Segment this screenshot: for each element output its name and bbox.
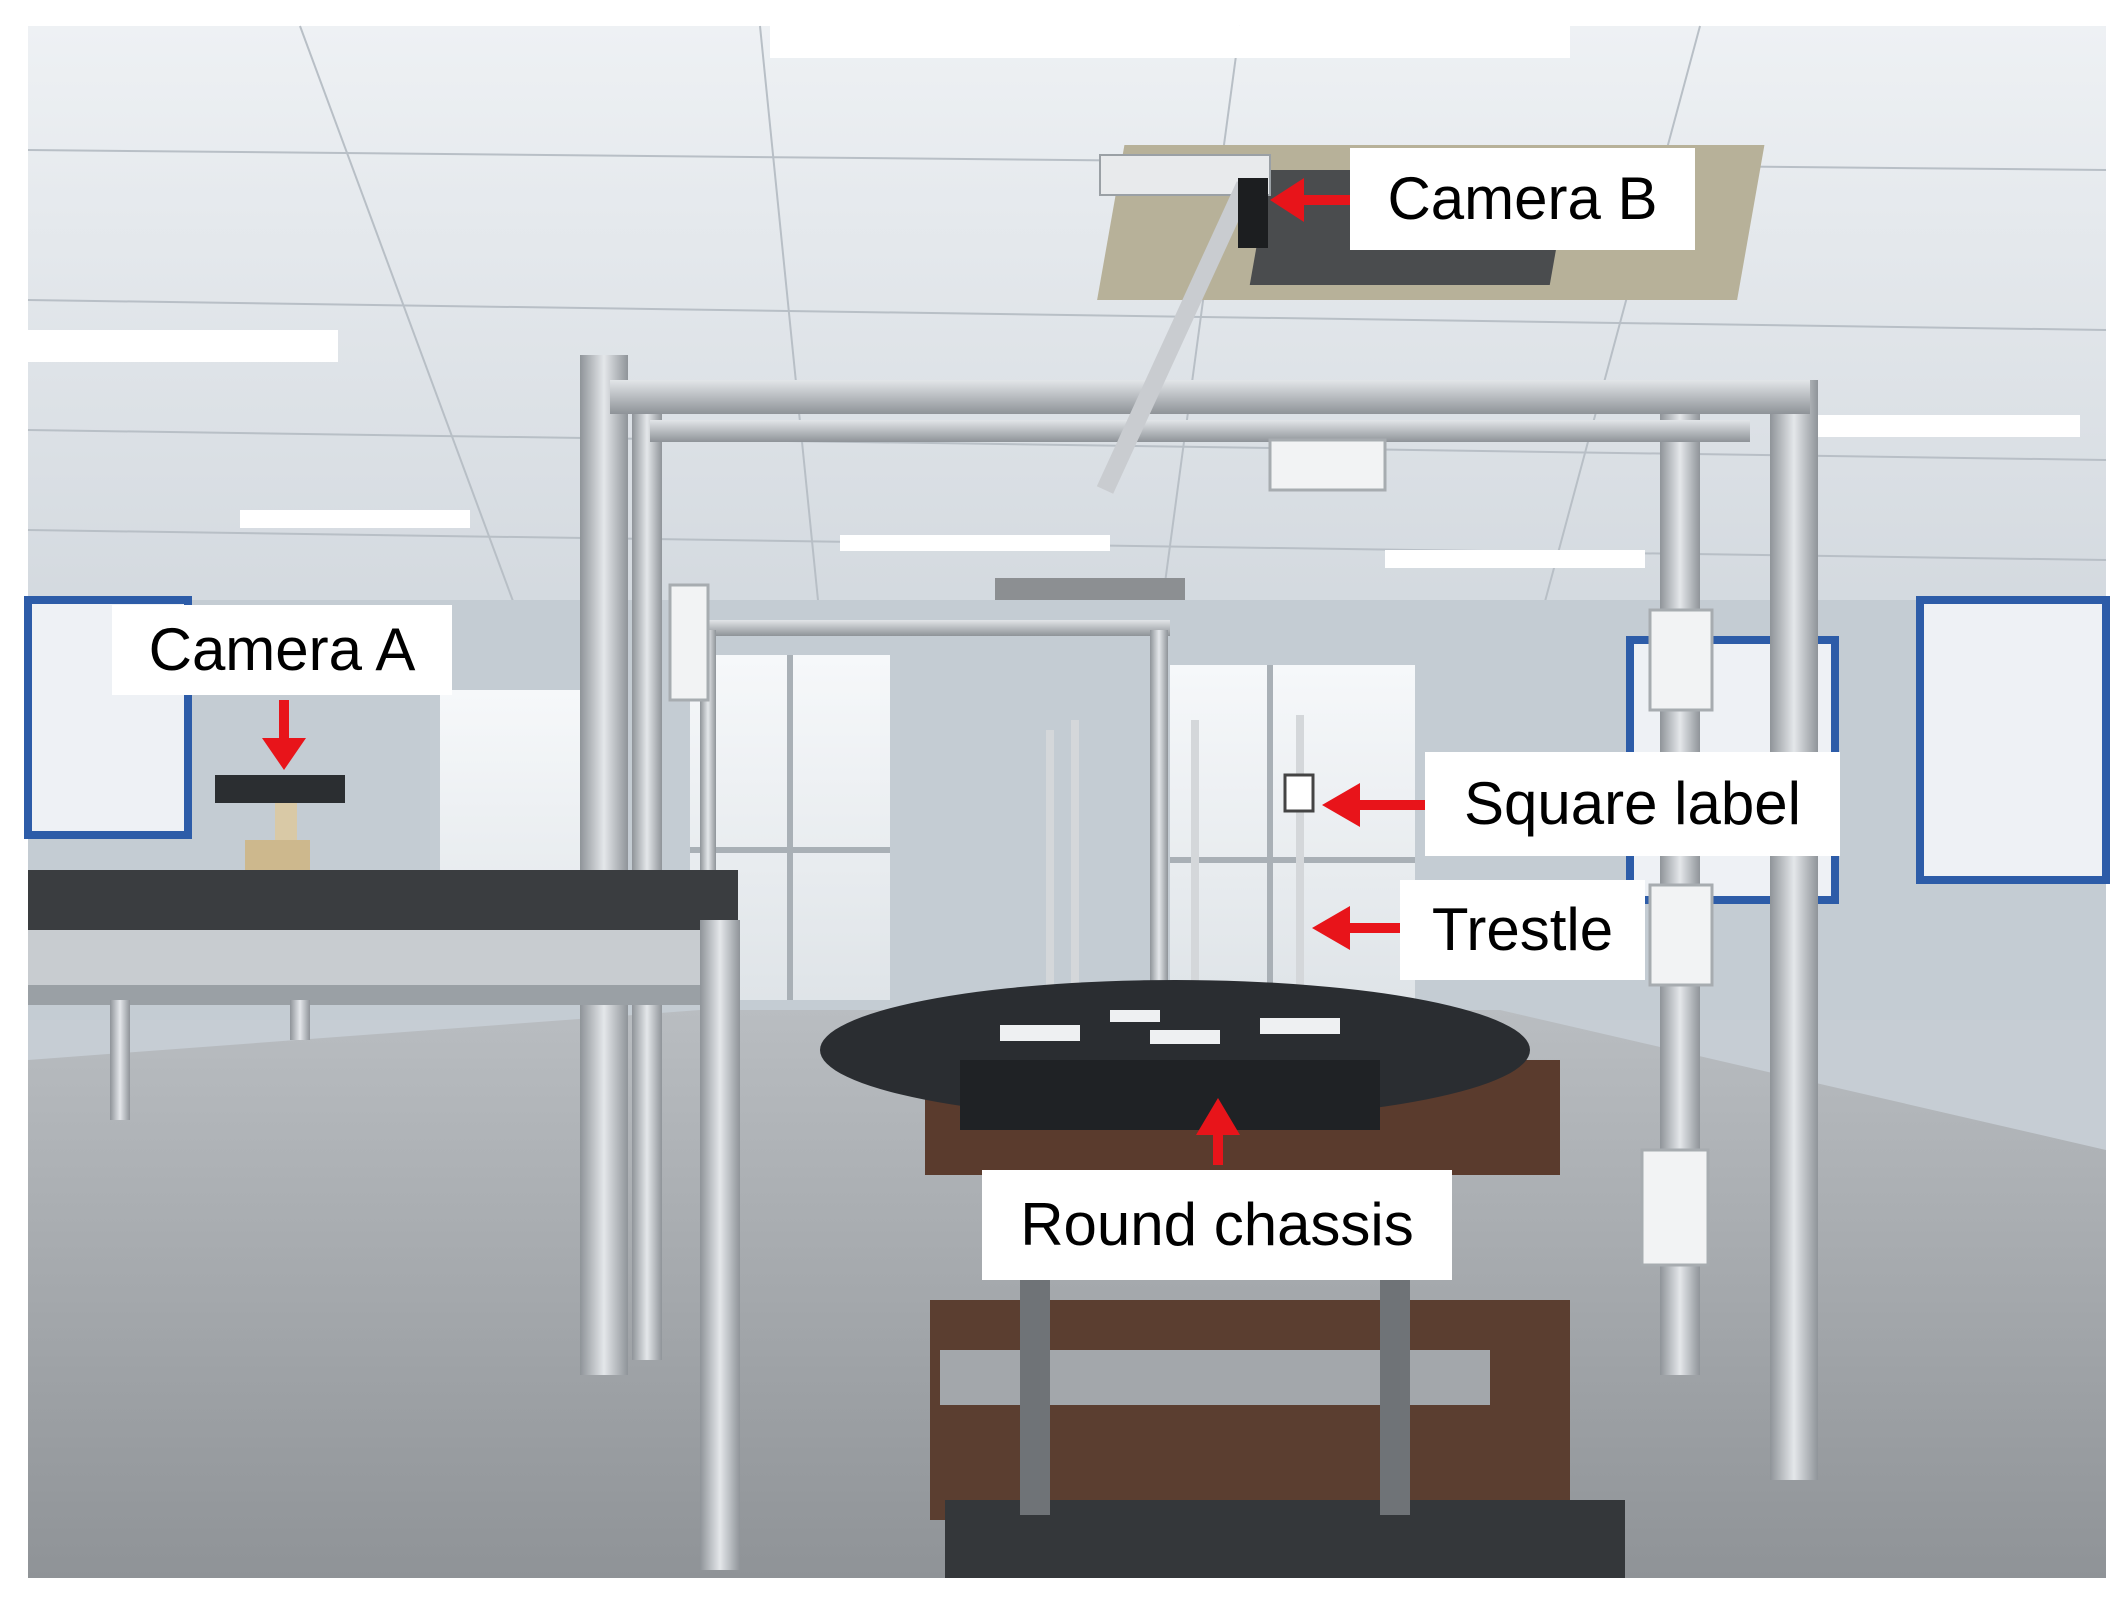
camera-b-label: Camera B	[1350, 148, 1695, 250]
trestles	[1046, 715, 1304, 1010]
red-arrow-icon	[262, 178, 1425, 1165]
window-right	[1170, 665, 1415, 1000]
square-label-label: Square label	[1425, 752, 1840, 856]
chassis-tags	[1000, 1010, 1340, 1044]
rfid-antennas	[668, 438, 1714, 1267]
left-work-table	[28, 775, 740, 1570]
trestle-label: Trestle	[1400, 880, 1645, 980]
window-mullions	[690, 655, 1415, 1000]
ceiling-lights	[28, 26, 2080, 634]
camera-a-label: Camera A	[112, 605, 452, 695]
camera-b-mount	[1096, 154, 1271, 494]
wall-poster-right-2	[1916, 596, 2110, 884]
floor	[28, 1010, 2106, 1578]
round-chassis-label: Round chassis	[982, 1170, 1452, 1280]
square-label-target	[1283, 773, 1315, 813]
round-chassis-skirt	[960, 1060, 1380, 1130]
turntable-stand	[925, 1060, 1625, 1578]
